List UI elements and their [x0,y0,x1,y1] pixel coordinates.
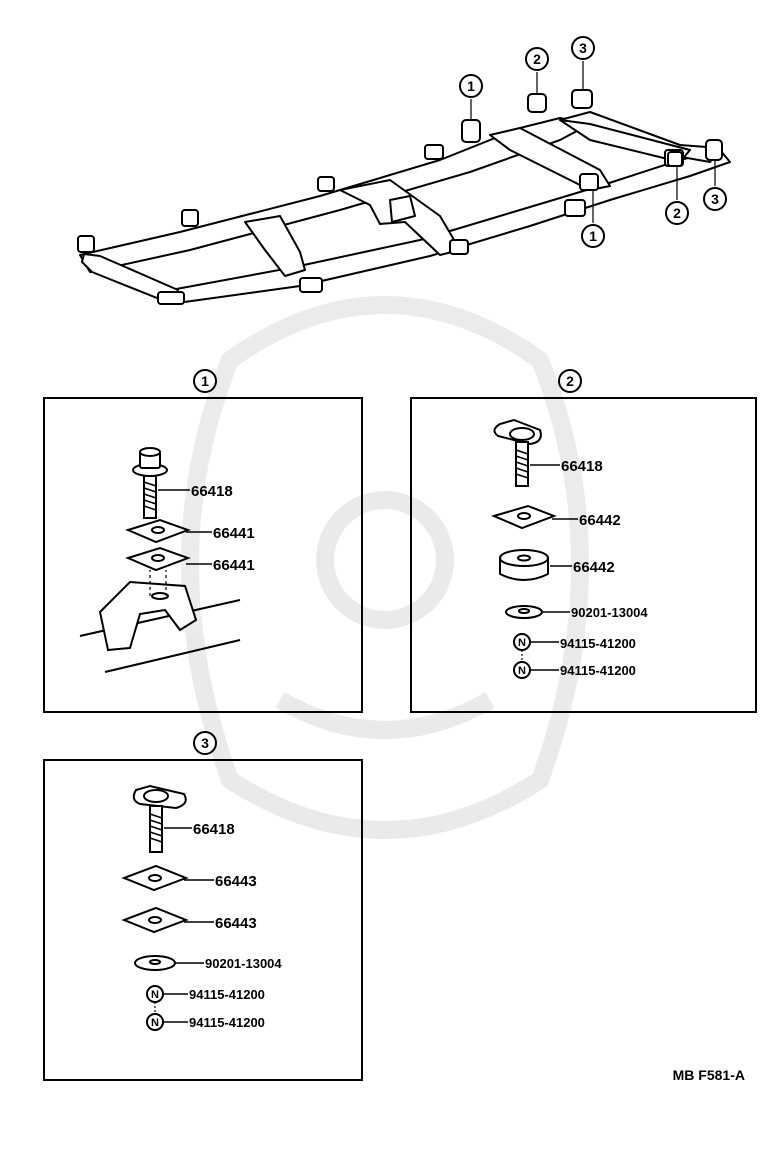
nut-94115-41200-drawing: N [146,1013,164,1031]
part-number-label: 66441 [213,525,255,542]
frame-callout-3-bottom: 3 [703,187,727,211]
nut-letter: N [518,665,526,677]
part-number-label: 66442 [579,512,621,529]
part-number-label: 66443 [215,873,257,890]
part-number-label: 66443 [215,915,257,932]
nut-94115-41200-drawing: N [513,633,531,651]
nut-94115-41200-drawing: N [513,661,531,679]
callout-number: 1 [467,78,475,94]
panel-3-title: 3 [193,731,217,755]
frame-callout-2-top: 2 [525,47,549,71]
bolt-66418-drawing [132,447,168,519]
panel-2-title: 2 [558,369,582,393]
shim-66441-drawing [125,546,191,572]
callout-number: 2 [533,51,541,67]
svg-text:3: 3 [201,735,209,751]
nut-letter: N [151,989,159,1001]
callout-number: 3 [579,40,587,56]
panel-3: 3 66418 66443 66443 [43,731,363,1081]
shim-66443-drawing [121,864,189,892]
callout-leaders [470,61,716,223]
flanged-bolt-66418-drawing [493,418,542,487]
cushion-66442-drawing [499,549,549,581]
nut-letter: N [518,637,526,649]
svg-text:2: 2 [566,373,574,389]
panel-1-frame [43,397,363,713]
diagram-code: MB F581-A [673,1067,745,1083]
part-number-label: 94115-41200 [560,663,636,678]
frame-callout-1-bottom: 1 [581,224,605,248]
callout-number: 2 [673,205,681,221]
washer-90201-13004-drawing [134,955,176,971]
part-number-label: 94115-41200 [189,987,265,1002]
part-number-label: 66418 [561,458,603,475]
washer-90201-13004-drawing [505,605,543,619]
frame-callout-2-bottom: 2 [665,201,689,225]
panel-2: 2 66418 66442 66442 [410,369,757,713]
callout-number: 3 [711,191,719,207]
frame-chassis-drawing [77,89,731,305]
panel-3-frame [43,759,363,1081]
frame-callout-3-top: 3 [571,36,595,60]
panel-1-title: 1 [193,369,217,393]
part-number-label: 66418 [191,483,233,500]
frame-callout-1-top: 1 [459,74,483,98]
panel-1: 1 66418 66441 66441 [43,369,363,713]
svg-text:1: 1 [201,373,209,389]
nut-letter: N [151,1017,159,1029]
part-number-label: 94115-41200 [189,1015,265,1030]
nut-94115-41200-drawing: N [146,985,164,1003]
flanged-bolt-66418-drawing [132,784,187,853]
part-number-label: 66441 [213,557,255,574]
shim-66441-drawing [125,518,191,544]
callout-number: 1 [589,228,597,244]
part-number-label: 66418 [193,821,235,838]
shim-66442-drawing [491,504,557,530]
part-number-label: 90201-13004 [571,605,648,620]
part-number-label: 66442 [573,559,615,576]
part-number-label: 94115-41200 [560,636,636,651]
panel-2-frame [410,397,757,713]
frame-bracket-drawing [79,570,241,673]
watermark-emblem [181,296,589,839]
part-number-label: 90201-13004 [205,956,282,971]
shim-66443-drawing [121,906,189,934]
